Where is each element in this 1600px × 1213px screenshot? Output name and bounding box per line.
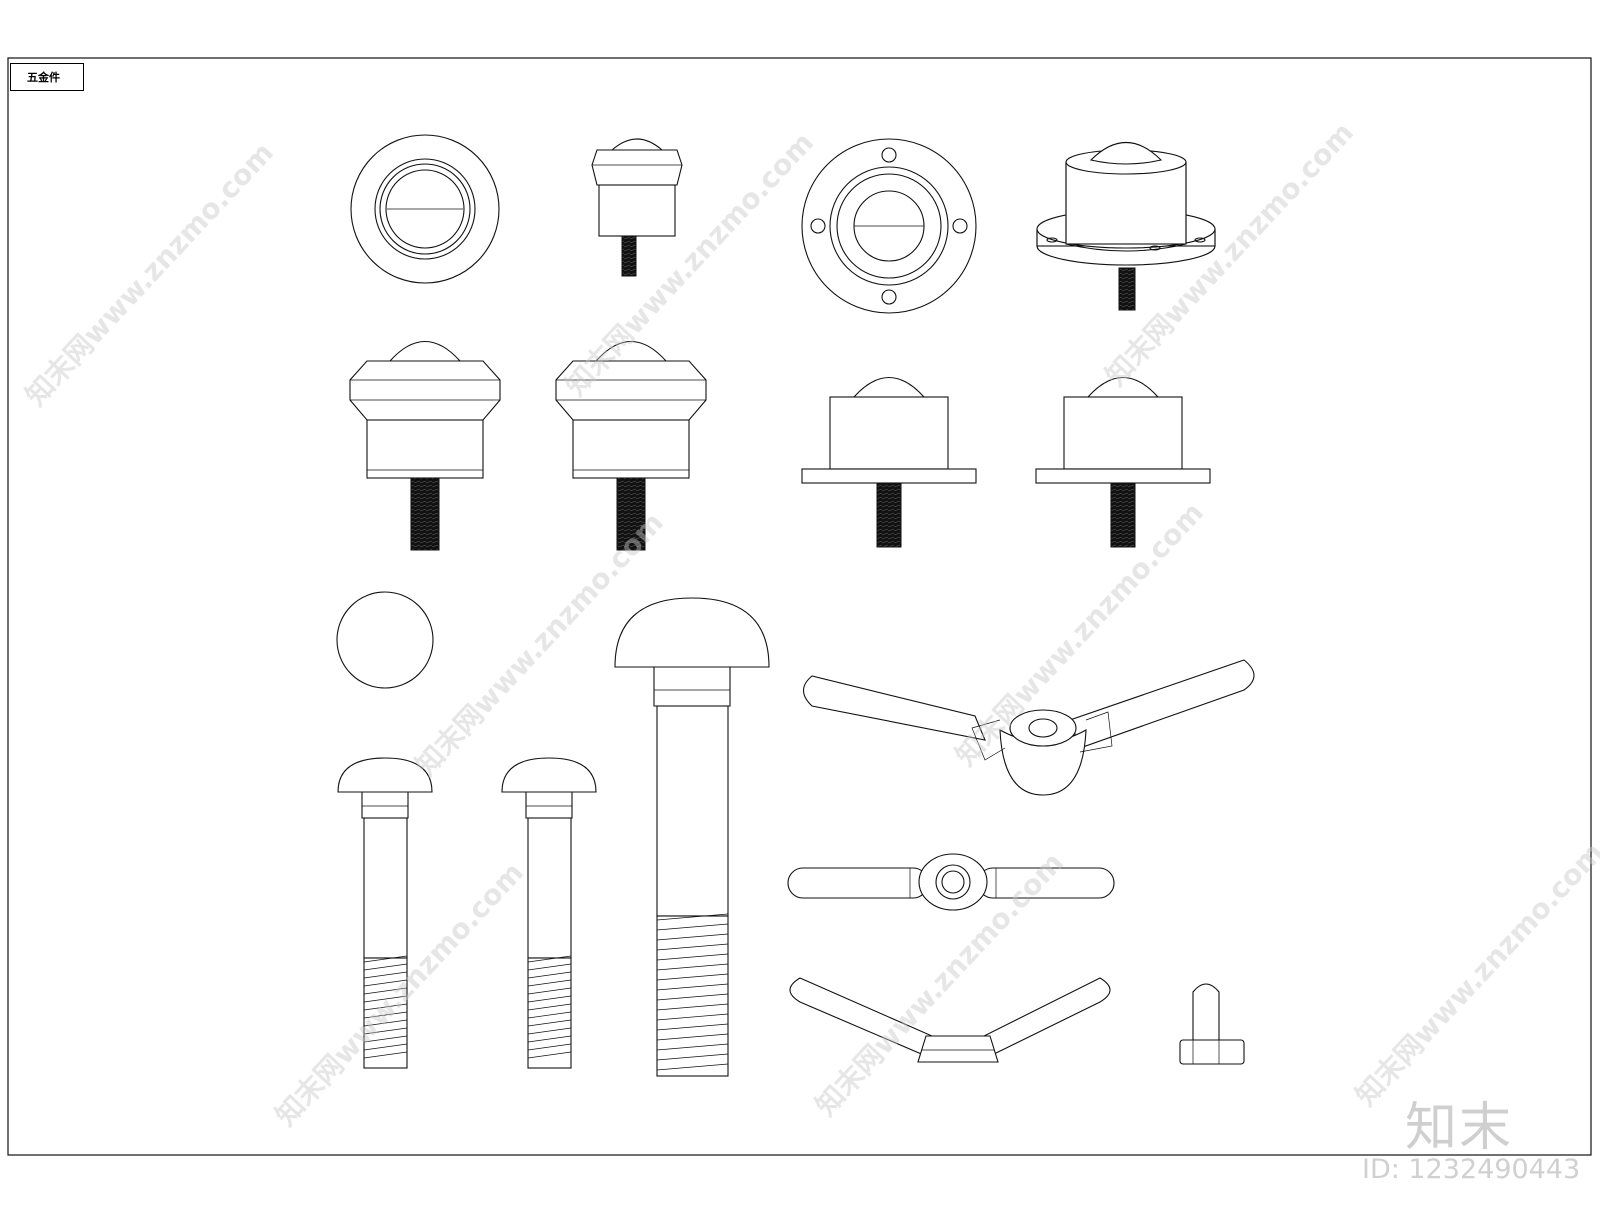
- wing-nut-perspective: [802, 659, 1255, 796]
- ball-transfer-top-view: [350, 134, 500, 284]
- resource-id-label: ID: 1232490443: [1362, 1154, 1581, 1185]
- drawing-frame: [7, 57, 1592, 1156]
- carriage-bolt-small-b: [501, 757, 597, 1069]
- carriage-bolt-small-a: [337, 757, 433, 1069]
- ball-transfer-large-side-view-a: [349, 340, 501, 551]
- ball-transfer-large-side-view-b: [555, 340, 707, 551]
- bolt-head-top-view: [336, 591, 434, 689]
- wing-nut-side-view: [1179, 983, 1245, 1065]
- drawing-title: 五金件: [10, 63, 84, 91]
- flanged-ball-transfer-top-view: [801, 138, 977, 314]
- carriage-bolt-large: [614, 597, 770, 1077]
- flanged-ball-transfer-perspective: [1036, 141, 1216, 311]
- flanged-ball-transfer-side-view-a: [801, 376, 977, 548]
- wing-nut-front-view: [789, 977, 1111, 1063]
- brand-logo: 知末: [1405, 1098, 1514, 1158]
- wing-nut-top-view: [787, 853, 1115, 911]
- flanged-ball-transfer-side-view-b: [1035, 376, 1211, 548]
- ball-transfer-small-side-view: [591, 138, 683, 277]
